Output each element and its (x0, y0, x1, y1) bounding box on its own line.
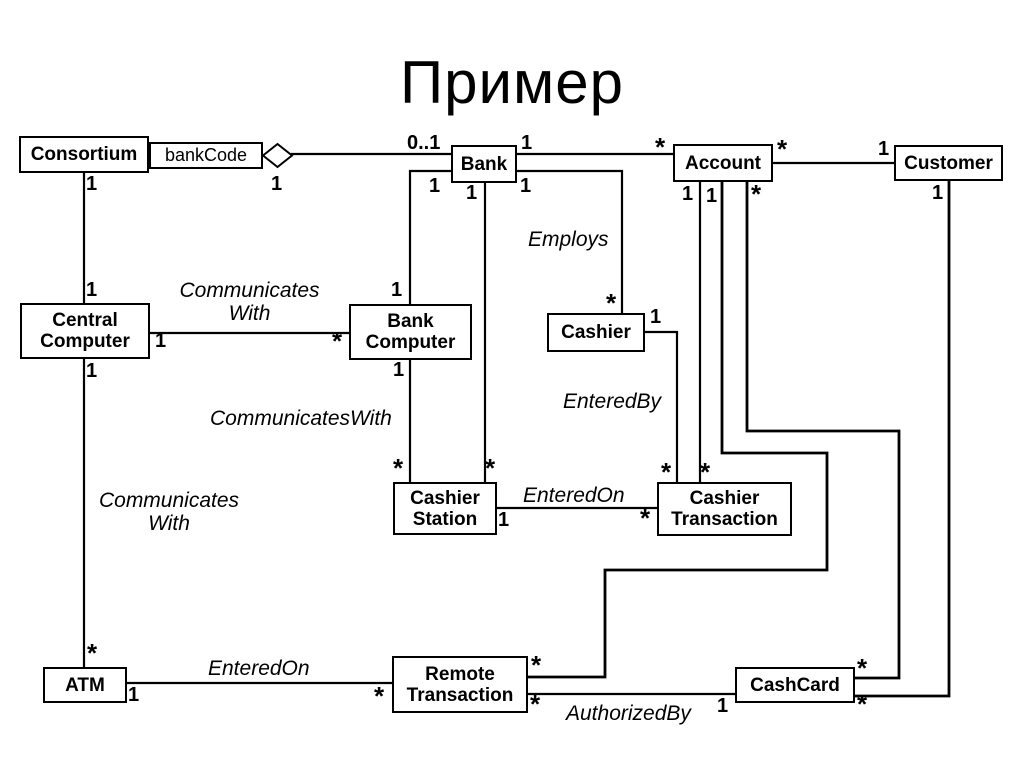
mult-cc-bc-near-cc: 1 (155, 330, 167, 352)
mult-bank-account-near-bank: 1 (521, 132, 533, 154)
slide-title: Пример (400, 49, 624, 116)
class-box-cashier-transaction: Cashier Transaction (657, 482, 792, 536)
class-box-atm: ATM (43, 667, 127, 703)
edge-account-remotetransaction (526, 180, 829, 679)
edge-bank-bankcomputer (408, 169, 453, 306)
class-box-central-computer: Central Computer (20, 303, 150, 359)
mult-enteredon-near-ct: * (640, 503, 651, 533)
mult-cc-atm-near-atm: * (87, 638, 98, 668)
mult-authorizedby-near-rt: * (530, 689, 541, 719)
class-box-consortium: Consortium (19, 136, 149, 173)
class-box-cashcard: CashCard (735, 667, 855, 703)
assoc-label-communicates-with-left: Communicates With (98, 489, 240, 535)
mult-account-customer-near-account: * (777, 134, 788, 164)
class-box-remote-transaction: Remote Transaction (392, 656, 528, 713)
mult-bank-bc-near-bank: 1 (429, 175, 441, 197)
assoc-label-authorizedby: AuthorizedBy (566, 702, 691, 725)
mult-account-ct-near-ct: * (700, 457, 711, 487)
edge-account-cashcard (745, 180, 901, 680)
mult-bank-cs-near-bank: 1 (466, 182, 478, 204)
mult-employs-near-cashier: * (606, 288, 617, 318)
assoc-label-enteredon-mid: EnteredOn (523, 484, 625, 507)
mult-account-rt-near-rt: * (531, 650, 542, 680)
mult-bank-account-near-account: * (655, 132, 666, 162)
mult-enteredby-near-ct: * (661, 457, 672, 487)
mult-cc-bc-near-bc: * (332, 326, 343, 356)
class-box-cashier: Cashier (547, 313, 645, 352)
assoc-label-employs: Employs (528, 228, 609, 251)
mult-bc-cs-near-cs: * (393, 453, 404, 483)
mult-bank-cs-near-cs: * (485, 453, 496, 483)
mult-cc-atm-near-cc: 1 (86, 360, 98, 382)
qualifier-box-bankcode: bankCode (149, 142, 263, 169)
mult-atm-rt-near-rt: * (374, 681, 385, 711)
mult-account-cashcard-near-account: * (751, 179, 762, 209)
mult-authorizedby-near-cashcard: 1 (717, 695, 729, 717)
mult-employs-near-bank: 1 (520, 175, 532, 197)
edge-cashier-cashiertransaction-enteredby (643, 330, 679, 484)
mult-enteredby-near-cashier: 1 (650, 306, 662, 328)
mult-consortium-cc-near-consortium: 1 (86, 173, 98, 195)
class-box-cashier-station: Cashier Station (393, 482, 497, 535)
mult-account-rt-near-account: 1 (706, 185, 718, 207)
mult-account-customer-near-customer: 1 (878, 138, 890, 160)
assoc-label-enteredon-bottom: EnteredOn (208, 657, 310, 680)
class-box-customer: Customer (894, 145, 1003, 181)
mult-bc-cs-near-bc: 1 (393, 359, 405, 381)
mult-customer-cashcard-near-cashcard: * (857, 689, 868, 719)
class-box-bank: Bank (451, 145, 517, 183)
mult-atm-rt-near-atm: 1 (128, 684, 140, 706)
edge-customer-cashcard (853, 179, 951, 698)
mult-enteredon-near-cs: 1 (498, 509, 510, 531)
mult-account-cashcard-near-cashcard: * (857, 653, 868, 683)
mult-consortium-diamond-end: 1 (271, 173, 283, 195)
mult-consortium-cc-near-cc: 1 (86, 279, 98, 301)
mult-bank-end-zero-or-one: 0..1 (407, 132, 441, 154)
assoc-label-communicateswith-mid: CommunicatesWith (210, 407, 392, 430)
mult-customer-cashcard-near-customer: 1 (932, 182, 944, 204)
mult-account-ct-near-account: 1 (682, 183, 694, 205)
mult-bank-bc-near-bc: 1 (391, 279, 403, 301)
class-box-bank-computer: Bank Computer (349, 304, 472, 360)
assoc-label-communicates-with-top: Communicates With (179, 279, 320, 325)
edge-bank-cashier-employs (515, 169, 624, 315)
class-box-account: Account (673, 144, 773, 182)
assoc-label-enteredby: EnteredBy (563, 390, 662, 413)
aggregation-diamond (261, 142, 294, 169)
